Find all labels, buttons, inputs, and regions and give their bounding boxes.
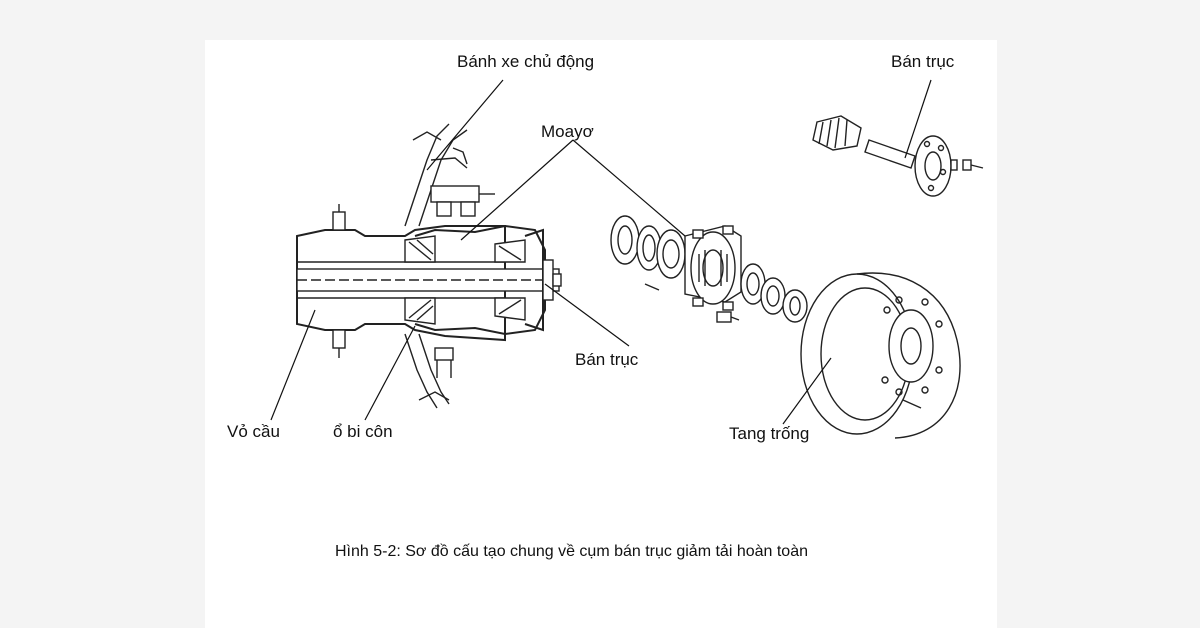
axle-section-view (296, 123, 562, 409)
label-brake-drum: Tang trống (729, 424, 810, 443)
label-housing: Vỏ cầu (227, 422, 280, 441)
leader-lines (270, 79, 932, 425)
axle-shaft-exploded (812, 115, 984, 197)
label-tapered-bearing: ổ bi côn (333, 422, 393, 441)
figure-caption: Hình 5-2: Sơ đồ cấu tạo chung về cụm bán… (335, 543, 808, 560)
label-axle-shaft-section: Bán trục (575, 350, 639, 369)
tapered-bearing-outer (494, 239, 526, 321)
label-axle-shaft-exploded: Bán trục (891, 52, 955, 71)
axle-assembly-diagram (270, 79, 984, 439)
figure-panel: Bánh xe chủ động Moayơ Bán trục Bán trục… (205, 40, 997, 628)
tapered-bearing-inner (404, 235, 436, 325)
brake-drum (800, 272, 961, 439)
label-hub: Moayơ (541, 122, 594, 141)
label-driving-wheel: Bánh xe chủ động (457, 52, 595, 71)
hub-exploded-view (610, 215, 808, 323)
